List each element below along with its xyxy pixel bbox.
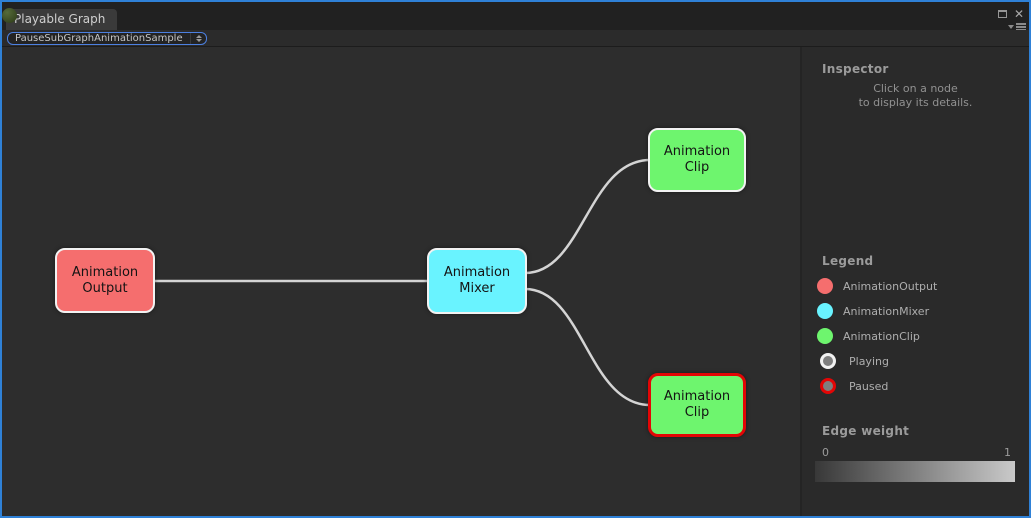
- node-label: Animation Mixer: [443, 265, 511, 296]
- node-animation-mixer[interactable]: Animation Mixer: [427, 248, 527, 314]
- legend-item-playing: Playing: [817, 353, 889, 369]
- legend-item-animationoutput: AnimationOutput: [817, 278, 937, 294]
- edge-mixer-to-clip-top: [523, 158, 652, 275]
- node-animation-clip-top[interactable]: Animation Clip: [648, 128, 746, 192]
- node-label: Animation Clip: [663, 144, 731, 175]
- inspector-panel: Inspector Click on a node to display its…: [802, 47, 1029, 516]
- panel-divider: [800, 47, 802, 516]
- edge-weight-max: 1: [1004, 446, 1011, 459]
- legend-label: AnimationMixer: [843, 304, 930, 318]
- legend-item-animationmixer: AnimationMixer: [817, 303, 929, 319]
- inspector-hint: Click on a node to display its details.: [802, 82, 1029, 110]
- hint-line-1: Click on a node: [873, 82, 958, 95]
- edge-weight-header: Edge weight: [822, 424, 910, 438]
- legend-item-paused: Paused: [817, 378, 888, 394]
- legend-label: AnimationOutput: [843, 279, 938, 293]
- legend-swatch-playing: [820, 353, 836, 369]
- chevron-down-icon: [1008, 25, 1014, 29]
- graph-edges: [151, 158, 652, 407]
- legend-item-animationclip: AnimationClip: [817, 328, 920, 344]
- edge-weight-min: 0: [822, 446, 829, 459]
- hint-line-2: to display its details.: [858, 96, 973, 109]
- inspector-header: Inspector: [822, 62, 889, 76]
- legend-swatch-animationoutput: [817, 278, 833, 294]
- tab-strip: Playable Graph ✕: [2, 2, 1029, 31]
- legend-swatch-paused: [820, 378, 836, 394]
- dropdown-arrows-icon: [190, 33, 206, 44]
- tab-playable-graph[interactable]: Playable Graph: [6, 9, 118, 30]
- edge-weight-gradient-bar: [815, 461, 1015, 482]
- close-icon[interactable]: ✕: [1013, 7, 1024, 21]
- legend-swatch-animationmixer: [817, 303, 833, 319]
- edge-mixer-to-clip-bottom: [523, 287, 652, 407]
- legend-header: Legend: [822, 254, 874, 268]
- graph-selector-value: PauseSubGraphAnimationSample: [15, 33, 183, 44]
- legend-swatch-animationclip: [817, 328, 833, 344]
- toolbar: PauseSubGraphAnimationSample: [2, 30, 1029, 47]
- maximize-icon[interactable]: [997, 10, 1007, 18]
- edge-weight-scale: 0 1: [815, 446, 1015, 459]
- node-animation-output[interactable]: Animation Output: [55, 248, 155, 313]
- status-orb-icon: [2, 8, 17, 23]
- legend-label: Paused: [849, 379, 889, 393]
- legend-label: Playing: [849, 354, 889, 368]
- node-label: Animation Output: [71, 264, 139, 296]
- legend-label: AnimationClip: [843, 329, 920, 343]
- tab-label: Playable Graph: [14, 12, 106, 26]
- node-label: Animation Clip: [663, 389, 731, 420]
- graph-selector-dropdown[interactable]: PauseSubGraphAnimationSample: [7, 32, 207, 45]
- node-animation-clip-bottom[interactable]: Animation Clip: [648, 373, 746, 437]
- graph-canvas[interactable]: Animation Output Animation Mixer Animati…: [2, 47, 800, 516]
